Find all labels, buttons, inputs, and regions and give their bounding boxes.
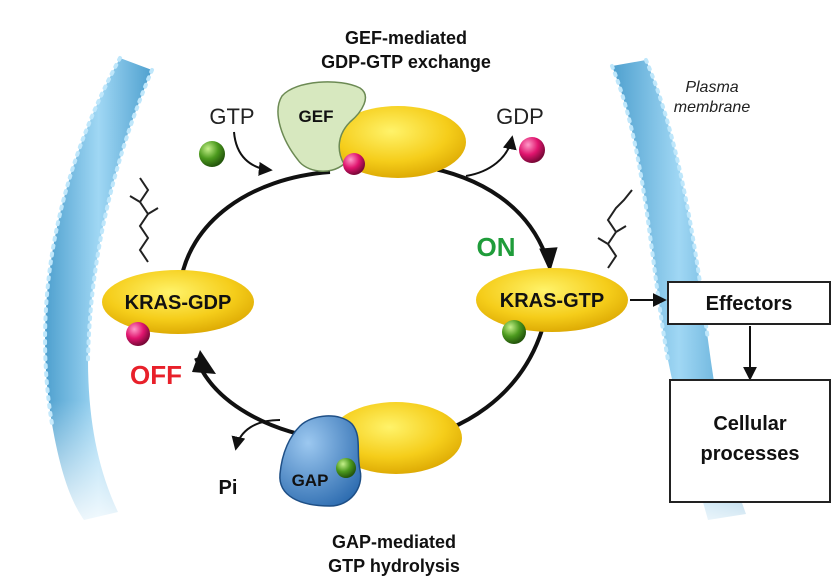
plasma-membrane-line1: Plasma xyxy=(685,79,738,96)
kras-gdp-ellipse xyxy=(102,270,254,334)
cellular-processes-line1: Cellular xyxy=(713,413,787,435)
kras-gdp-gdp-icon xyxy=(126,322,150,346)
gap-caption-line2: GTP hydrolysis xyxy=(328,556,460,576)
gdp-molecule-icon xyxy=(519,137,545,163)
right-lipid-anchor xyxy=(597,189,633,269)
gef-label: GEF xyxy=(299,107,334,126)
off-arrowhead xyxy=(192,350,216,374)
gtp-in-gap-icon xyxy=(336,458,356,478)
gdp-exit-arrow xyxy=(465,135,517,177)
gtp-label: GTP xyxy=(209,104,254,129)
gap-label: GAP xyxy=(292,471,329,490)
kras-gtp-gtp-icon xyxy=(502,320,526,344)
gef-caption-line1: GEF-mediated xyxy=(345,28,467,48)
cellular-processes-box xyxy=(669,379,831,503)
effectors-label: Effectors xyxy=(706,293,793,315)
on-arrowhead xyxy=(539,247,558,273)
gef-shape xyxy=(277,81,367,172)
on-label: ON xyxy=(477,232,516,262)
gap-shape xyxy=(279,415,362,507)
effectors-box xyxy=(667,281,831,325)
bottom-kras-ellipse xyxy=(330,402,462,474)
kras-gtp-label: KRAS-GTP xyxy=(500,290,604,312)
left-lipid-anchor xyxy=(129,177,159,263)
plasma-membrane-line2: membrane xyxy=(674,99,751,116)
gtp-molecule-icon xyxy=(199,141,225,167)
gdp-in-gef-icon xyxy=(343,153,365,175)
kras-gtp-ellipse xyxy=(476,268,628,332)
left-membrane xyxy=(30,56,170,540)
gdp-label: GDP xyxy=(496,104,544,129)
off-label: OFF xyxy=(130,360,182,390)
gap-caption-line1: GAP-mediated xyxy=(332,532,456,552)
gtp-entry-arrow xyxy=(233,131,273,176)
kras-gdp-label: KRAS-GDP xyxy=(125,292,232,314)
cellular-processes-line2: processes xyxy=(701,443,800,465)
pi-exit-arrow xyxy=(231,419,281,451)
gef-caption-line2: GDP-GTP exchange xyxy=(321,52,491,72)
pi-label: Pi xyxy=(219,477,238,499)
